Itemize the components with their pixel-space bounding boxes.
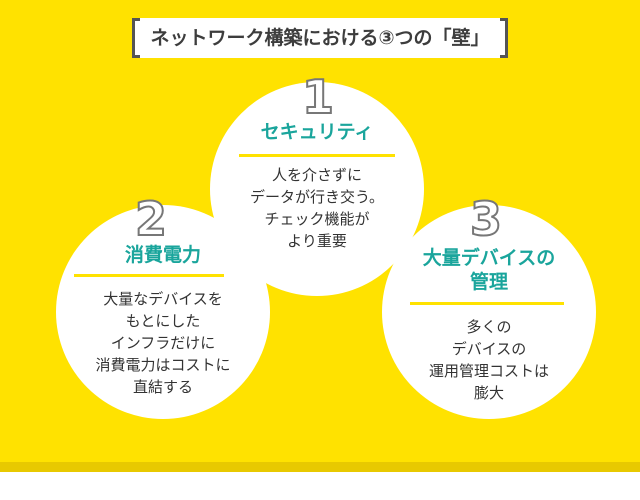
divider-2 [74,274,224,277]
circle-3 [382,205,596,419]
diagram-title: ネットワーク構築における③つの「壁」 [150,27,490,49]
heading-2-line: 消費電力 [124,244,201,266]
heading-1: セキュリティ [220,120,414,144]
description-2-line: 直結する [132,378,193,396]
description-3-line: 運用管理コストは [428,362,549,380]
description-2-line: インフラだけに [110,334,216,352]
description-3: 多くの デバイスの 運用管理コストは 膨大 [392,316,586,404]
description-3-line: 膨大 [473,384,504,402]
heading-3-line: 管理 [469,271,508,293]
left-bracket [132,18,140,58]
divider-1 [239,154,395,157]
right-bracket [500,18,508,58]
description-2-line: 消費電力はコストに [95,356,231,374]
heading-3-line: 大量デバイスの [422,247,556,269]
circle-2 [56,205,270,419]
description-1: 人を介さずに データが行き交う。 チェック機能が より重要 [220,164,414,252]
divider-3 [410,302,564,305]
description-2-line: 大量なデバイスを [103,290,223,308]
description-3-line: 多くの [466,318,512,336]
heading-1-line: セキュリティ [260,121,374,143]
heading-2: 消費電力 [66,243,260,267]
description-1-line: 人を介さずに [271,166,362,184]
title-box: ネットワーク構築における③つの「壁」 [132,18,508,58]
description-1-line: より重要 [287,232,347,250]
description-3-line: デバイスの [451,340,527,358]
heading-3: 大量デバイスの 管理 [392,246,586,294]
number-2: 2 [134,192,168,246]
number-3: 3 [469,192,503,246]
bottom-band [0,462,640,472]
description-2-line: もとにした [125,312,201,330]
description-2: 大量なデバイスを もとにした インフラだけに 消費電力はコストに 直結する [66,288,260,398]
number-1: 1 [301,70,335,124]
description-1-line: チェック機能が [264,210,370,228]
description-1-line: データが行き交う。 [249,188,385,206]
